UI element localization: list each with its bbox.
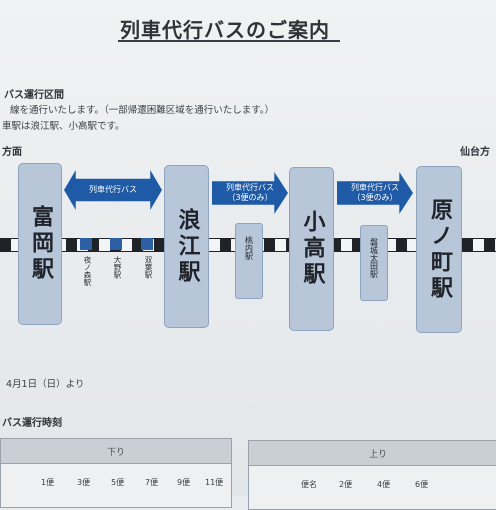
bus-route-arrow: 列車代行バス <box>64 170 162 210</box>
direction-left-label: 方面 <box>2 147 22 158</box>
bus-route-arrow: 列車代行バス （3便のみ） <box>337 172 413 214</box>
timetable-down: 下り 1便 3便 5便 7便 9便 11便 <box>0 438 232 508</box>
station-name: 桃内駅 <box>244 236 254 260</box>
station-name: 原ノ町駅 <box>427 197 452 302</box>
stop-marker <box>141 238 153 250</box>
station-tomioka: 富岡駅 <box>18 163 62 325</box>
timetable-up: 上り 便名 2便 4便 6便 <box>248 440 496 510</box>
stop-marker <box>110 238 122 250</box>
timetable-col: 便名 <box>301 480 317 489</box>
timetable-header: 下り <box>1 439 231 464</box>
route-note-2: 車駅は浪江駅、小高駅です。 <box>2 121 125 132</box>
start-date: 4月1日（日）より <box>6 379 85 390</box>
arrow-label: 列車代行バス <box>89 185 137 194</box>
title-underline <box>118 40 340 42</box>
page-title: 列車代行バスのご案内 <box>120 18 330 42</box>
station-name: 浪江駅 <box>174 207 200 286</box>
route-note-1: 線を通行いたします。（一部帰還困難区域を通行いたします。） <box>10 105 275 116</box>
station-namie: 浪江駅 <box>164 165 209 328</box>
stop-label-yonomori: 夜ノ森駅 <box>83 256 92 286</box>
station-name: 磐城太田駅 <box>369 238 379 278</box>
route-section-heading: バス運行区間 <box>4 90 64 101</box>
timetable-col: 5便 <box>111 478 125 487</box>
station-haranomachi: 原ノ町駅 <box>416 166 462 333</box>
timetable-col: 2便 <box>339 480 353 489</box>
arrow-sublabel: （3便のみ） <box>227 193 273 202</box>
station-name: 小高駅 <box>299 210 325 288</box>
arrow-sublabel: （3便のみ） <box>352 193 398 202</box>
timetable-header: 上り <box>249 441 496 466</box>
arrow-label: 列車代行バス <box>226 183 274 192</box>
timetable-col: 4便 <box>377 480 391 489</box>
stop-marker <box>80 238 92 250</box>
timetable-col: 11便 <box>205 478 224 487</box>
bus-route-arrow: 列車代行バス （3便のみ） <box>212 172 288 214</box>
timetable-col: 6便 <box>415 480 429 489</box>
timetable-col: 1便 <box>41 478 55 487</box>
timetable-col: 9便 <box>177 478 191 487</box>
stop-label-ono: 大野駅 <box>113 256 122 279</box>
station-name: 富岡駅 <box>28 205 53 283</box>
arrow-label: 列車代行バス <box>351 183 399 192</box>
timetable-section-heading: バス運行時刻 <box>2 418 62 429</box>
station-odaka: 小高駅 <box>289 167 334 331</box>
station-iwakiota: 磐城太田駅 <box>360 225 388 301</box>
timetable-col: 3便 <box>77 478 91 487</box>
timetable-col: 7便 <box>145 478 159 487</box>
direction-right-label: 仙台方 <box>460 147 490 158</box>
stop-label-futaba: 双葉駅 <box>144 256 153 279</box>
station-momouchi: 桃内駅 <box>235 223 263 299</box>
